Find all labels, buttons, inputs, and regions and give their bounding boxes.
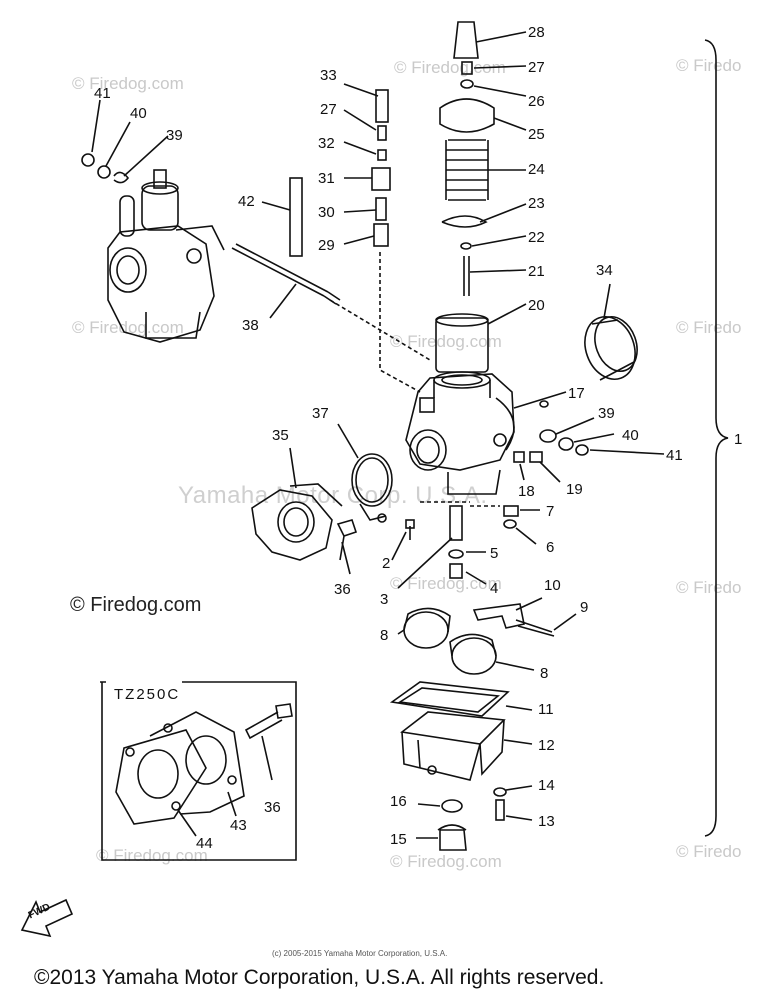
footer-copyright: ©2013 Yamaha Motor Corporation, U.S.A. A… [34,966,605,989]
part-label: 29 [318,237,335,254]
inset-bolt [244,703,293,740]
part-label: 8 [540,665,549,682]
small-copyright: (c) 2005-2015 Yamaha Motor Corporation, … [272,949,448,958]
watermark-firedog: © Firedog.com [390,574,502,593]
part-label: 38 [242,317,259,334]
firedog-logo-text: © Firedog.com [70,594,202,616]
jet-column [371,89,421,393]
slide-assembly [435,21,495,373]
float [449,633,497,675]
part-label: 30 [318,204,335,221]
part-label: 43 [230,817,247,834]
watermark-firedog: © Firedog.com [72,74,184,93]
part-label: 7 [546,503,555,520]
part-label: 36 [334,581,351,598]
part-label: 25 [528,126,545,143]
part-label: 42 [238,193,255,210]
part-label: 39 [598,405,615,422]
part-label: 35 [272,427,289,444]
throttle-cable [231,243,329,297]
part-label: 28 [528,24,545,41]
part-label: 26 [528,93,545,110]
part-label: 20 [528,297,545,314]
part-label: 21 [528,263,545,280]
part-label: 40 [622,427,639,444]
watermark-firedog: © Firedog.com [390,852,502,871]
watermark-yamaha: Yamaha Motor Corp. U.S.A. [178,482,488,509]
part-label: 41 [666,447,683,464]
air-funnel [584,316,638,381]
part-label: 31 [318,170,335,187]
part-label: 13 [538,813,555,830]
watermark-firedog: © Firedog.com [394,58,506,77]
part-label: 9 [580,599,589,616]
inset-title: TZ250C [114,686,181,703]
part-label: 33 [320,67,337,84]
part-label: 8 [380,627,389,644]
part-label: 5 [490,545,499,562]
part-label: 18 [518,483,535,500]
hose-clamp [351,453,393,523]
part-label: 16 [390,793,407,810]
part-label: 39 [166,127,183,144]
part-label: 14 [538,777,555,794]
part-label: 17 [568,385,585,402]
watermark-firedog: © Firedo [676,56,742,75]
part-label: 23 [528,195,545,212]
part-label: 19 [566,481,583,498]
carburetor-body [405,371,515,495]
part-label: 6 [546,539,555,556]
part-label: 27 [528,59,545,76]
part-label: 36 [264,799,281,816]
assembly-brace [704,39,729,837]
float [403,607,451,649]
part-label: 12 [538,737,555,754]
part-label: 41 [94,85,111,102]
carburetor-overview [81,153,225,343]
watermark-firedog: © Firedog.com [390,332,502,351]
watermark-firedog: © Firedog.com [72,318,184,337]
part-label: 40 [130,105,147,122]
fwd-arrow [20,898,74,938]
part-label: 11 [538,701,554,718]
inset-box [100,681,297,861]
part-label: 27 [320,101,337,118]
part-label: 34 [596,262,613,279]
float-arm [472,603,525,629]
watermark-firedog: © Firedo [676,842,742,861]
watermark-firedog: © Firedo [676,578,742,597]
part-label: 3 [380,591,389,608]
part-label: 4 [490,580,499,597]
part-label: 22 [528,229,545,246]
part-label: 37 [312,405,329,422]
inset-gaskets [115,711,245,825]
part-label: 32 [318,135,335,152]
part-label: 2 [382,555,391,572]
part-label: 15 [390,831,407,848]
float-chamber [389,681,510,781]
part-label: 24 [528,161,545,178]
cable-bracket [289,177,303,257]
part-label: 10 [544,577,561,594]
watermark-firedog: © Firedo [676,318,742,337]
intake-joint [251,483,343,561]
part-label: 44 [196,835,213,852]
part-label: 1 [734,431,743,448]
